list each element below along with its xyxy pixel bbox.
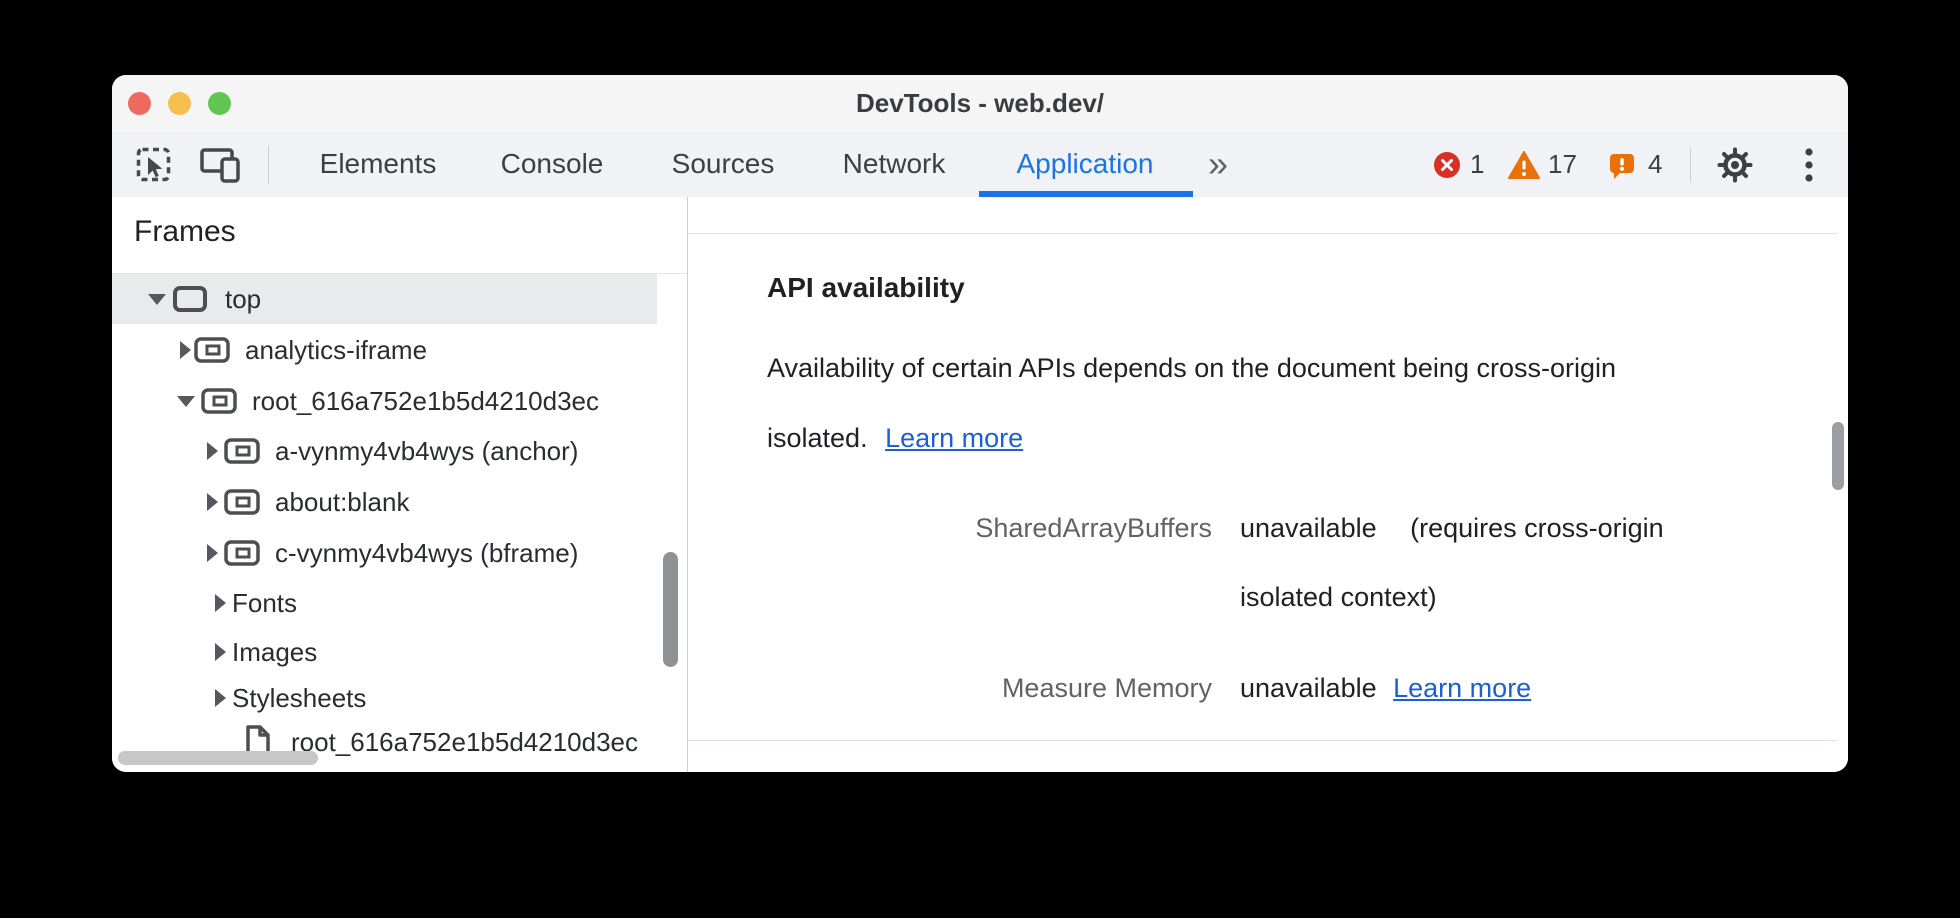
tree-item-label: root_616a752e1b5d4210d3ec [252,385,600,416]
warning-badge-icon[interactable] [1508,150,1540,180]
window-title: DevTools - web.dev/ [855,88,1104,118]
iframe-icon [224,438,260,464]
api-row-name: Measure Memory [1001,673,1212,703]
tree-item-analytics-iframe[interactable]: analytics-iframe [112,325,657,375]
chevron-right-icon[interactable] [207,493,218,511]
api-row-value: unavailable Learn more [1240,673,1531,703]
tree-item-bframe[interactable]: c-vynmy4vb4wys (bframe) [112,528,657,578]
learn-more-link[interactable]: Learn more [1393,673,1532,703]
chevron-down-icon[interactable] [148,293,166,305]
availability-paragraph-line1: Availability of certain APIs depends on … [767,353,1616,383]
tab-console[interactable]: Console [500,148,604,179]
minimize-button[interactable] [168,92,191,115]
sidebar-horizontal-scrollbar[interactable] [118,751,318,765]
tree-item-top[interactable]: top [112,274,657,324]
tree-item-root-document[interactable]: root_616a752e1b5d4210d3ec [112,717,657,767]
tree-item-images[interactable]: Images [112,627,657,677]
tab-elements[interactable]: Elements [319,148,437,179]
section-divider-top [688,233,1838,234]
issues-count[interactable]: 4 [1648,149,1663,179]
learn-more-link[interactable]: Learn more [885,423,1024,453]
paragraph-text: isolated. [767,423,868,453]
titlebar: DevTools - web.dev/ [112,75,1848,133]
close-button[interactable] [128,92,151,115]
chevron-right-icon[interactable] [180,341,191,359]
device-toolbar-icon[interactable] [198,145,242,185]
main-vertical-scrollbar[interactable] [1832,422,1844,490]
tree-item-label: c-vynmy4vb4wys (bframe) [275,537,579,568]
kebab-menu-icon[interactable] [1804,146,1814,184]
tree-item-label: analytics-iframe [245,334,428,365]
tree-item-label: a-vynmy4vb4wys (anchor) [275,435,579,466]
issues-badge-icon[interactable] [1608,152,1636,180]
tree-item-label: about:blank [275,486,410,517]
devtools-window: DevTools - web.dev/ Elements Console Sou… [112,75,1848,772]
active-tab-underline [979,191,1193,197]
chevron-right-icon[interactable] [207,442,218,460]
api-status: unavailable [1240,673,1377,703]
chevron-down-icon[interactable] [177,395,195,407]
chevron-right-icon[interactable] [207,544,218,562]
sidebar-vertical-scrollbar[interactable] [663,552,678,667]
error-badge-icon[interactable] [1433,151,1461,179]
tab-network[interactable]: Network [842,148,946,179]
application-panel: API availability Availability of certain… [688,197,1848,772]
more-tabs-chevron-icon[interactable]: » [1207,143,1229,184]
tree-item-stylesheets[interactable]: Stylesheets [112,673,657,723]
api-status-note: (requires cross-origin [1410,513,1664,543]
tree-item-label: top [225,283,262,314]
api-row-value: unavailable (requires cross-origin [1240,513,1664,543]
section-heading: API availability [767,272,965,303]
api-status-note-line2: isolated context) [1240,582,1437,612]
chevron-right-icon[interactable] [215,689,226,707]
frame-icon [173,286,207,312]
iframe-icon [201,388,237,414]
section-divider-bottom [688,740,1838,741]
tree-item-root-frame[interactable]: root_616a752e1b5d4210d3ec [112,376,657,426]
availability-paragraph-line2: isolated. Learn more [767,423,1023,453]
api-status: unavailable [1240,513,1377,543]
tree-item-label: Stylesheets [232,682,367,713]
warning-count[interactable]: 17 [1548,149,1577,179]
frames-section-header[interactable]: Frames [134,215,236,248]
chevron-right-icon[interactable] [215,594,226,612]
tree-item-label: Images [232,636,318,667]
tree-item-fonts[interactable]: Fonts [112,578,657,628]
tab-sources[interactable]: Sources [671,148,775,179]
frames-sidebar: Frames top analytics-iframe [112,197,688,772]
settings-gear-icon[interactable] [1716,146,1754,184]
iframe-icon [194,337,230,363]
tab-application[interactable]: Application [1016,148,1154,179]
tree-item-label: root_616a752e1b5d4210d3ec [291,726,639,757]
toolbar-divider [268,146,269,184]
tree-item-label: Fonts [232,587,298,618]
chevron-right-icon[interactable] [215,643,226,661]
sidebar-divider [112,273,687,274]
iframe-icon [224,489,260,515]
error-count[interactable]: 1 [1470,149,1485,179]
zoom-button[interactable] [208,92,231,115]
toolbar-divider-2 [1690,148,1691,182]
iframe-icon [224,540,260,566]
tree-item-anchor-frame[interactable]: a-vynmy4vb4wys (anchor) [112,426,657,476]
devtools-toolbar: Elements Console Sources Network Applica… [112,132,1848,198]
tree-item-about-blank[interactable]: about:blank [112,477,657,527]
api-row-name: SharedArrayBuffers [975,513,1212,543]
inspect-element-icon[interactable] [135,146,173,184]
